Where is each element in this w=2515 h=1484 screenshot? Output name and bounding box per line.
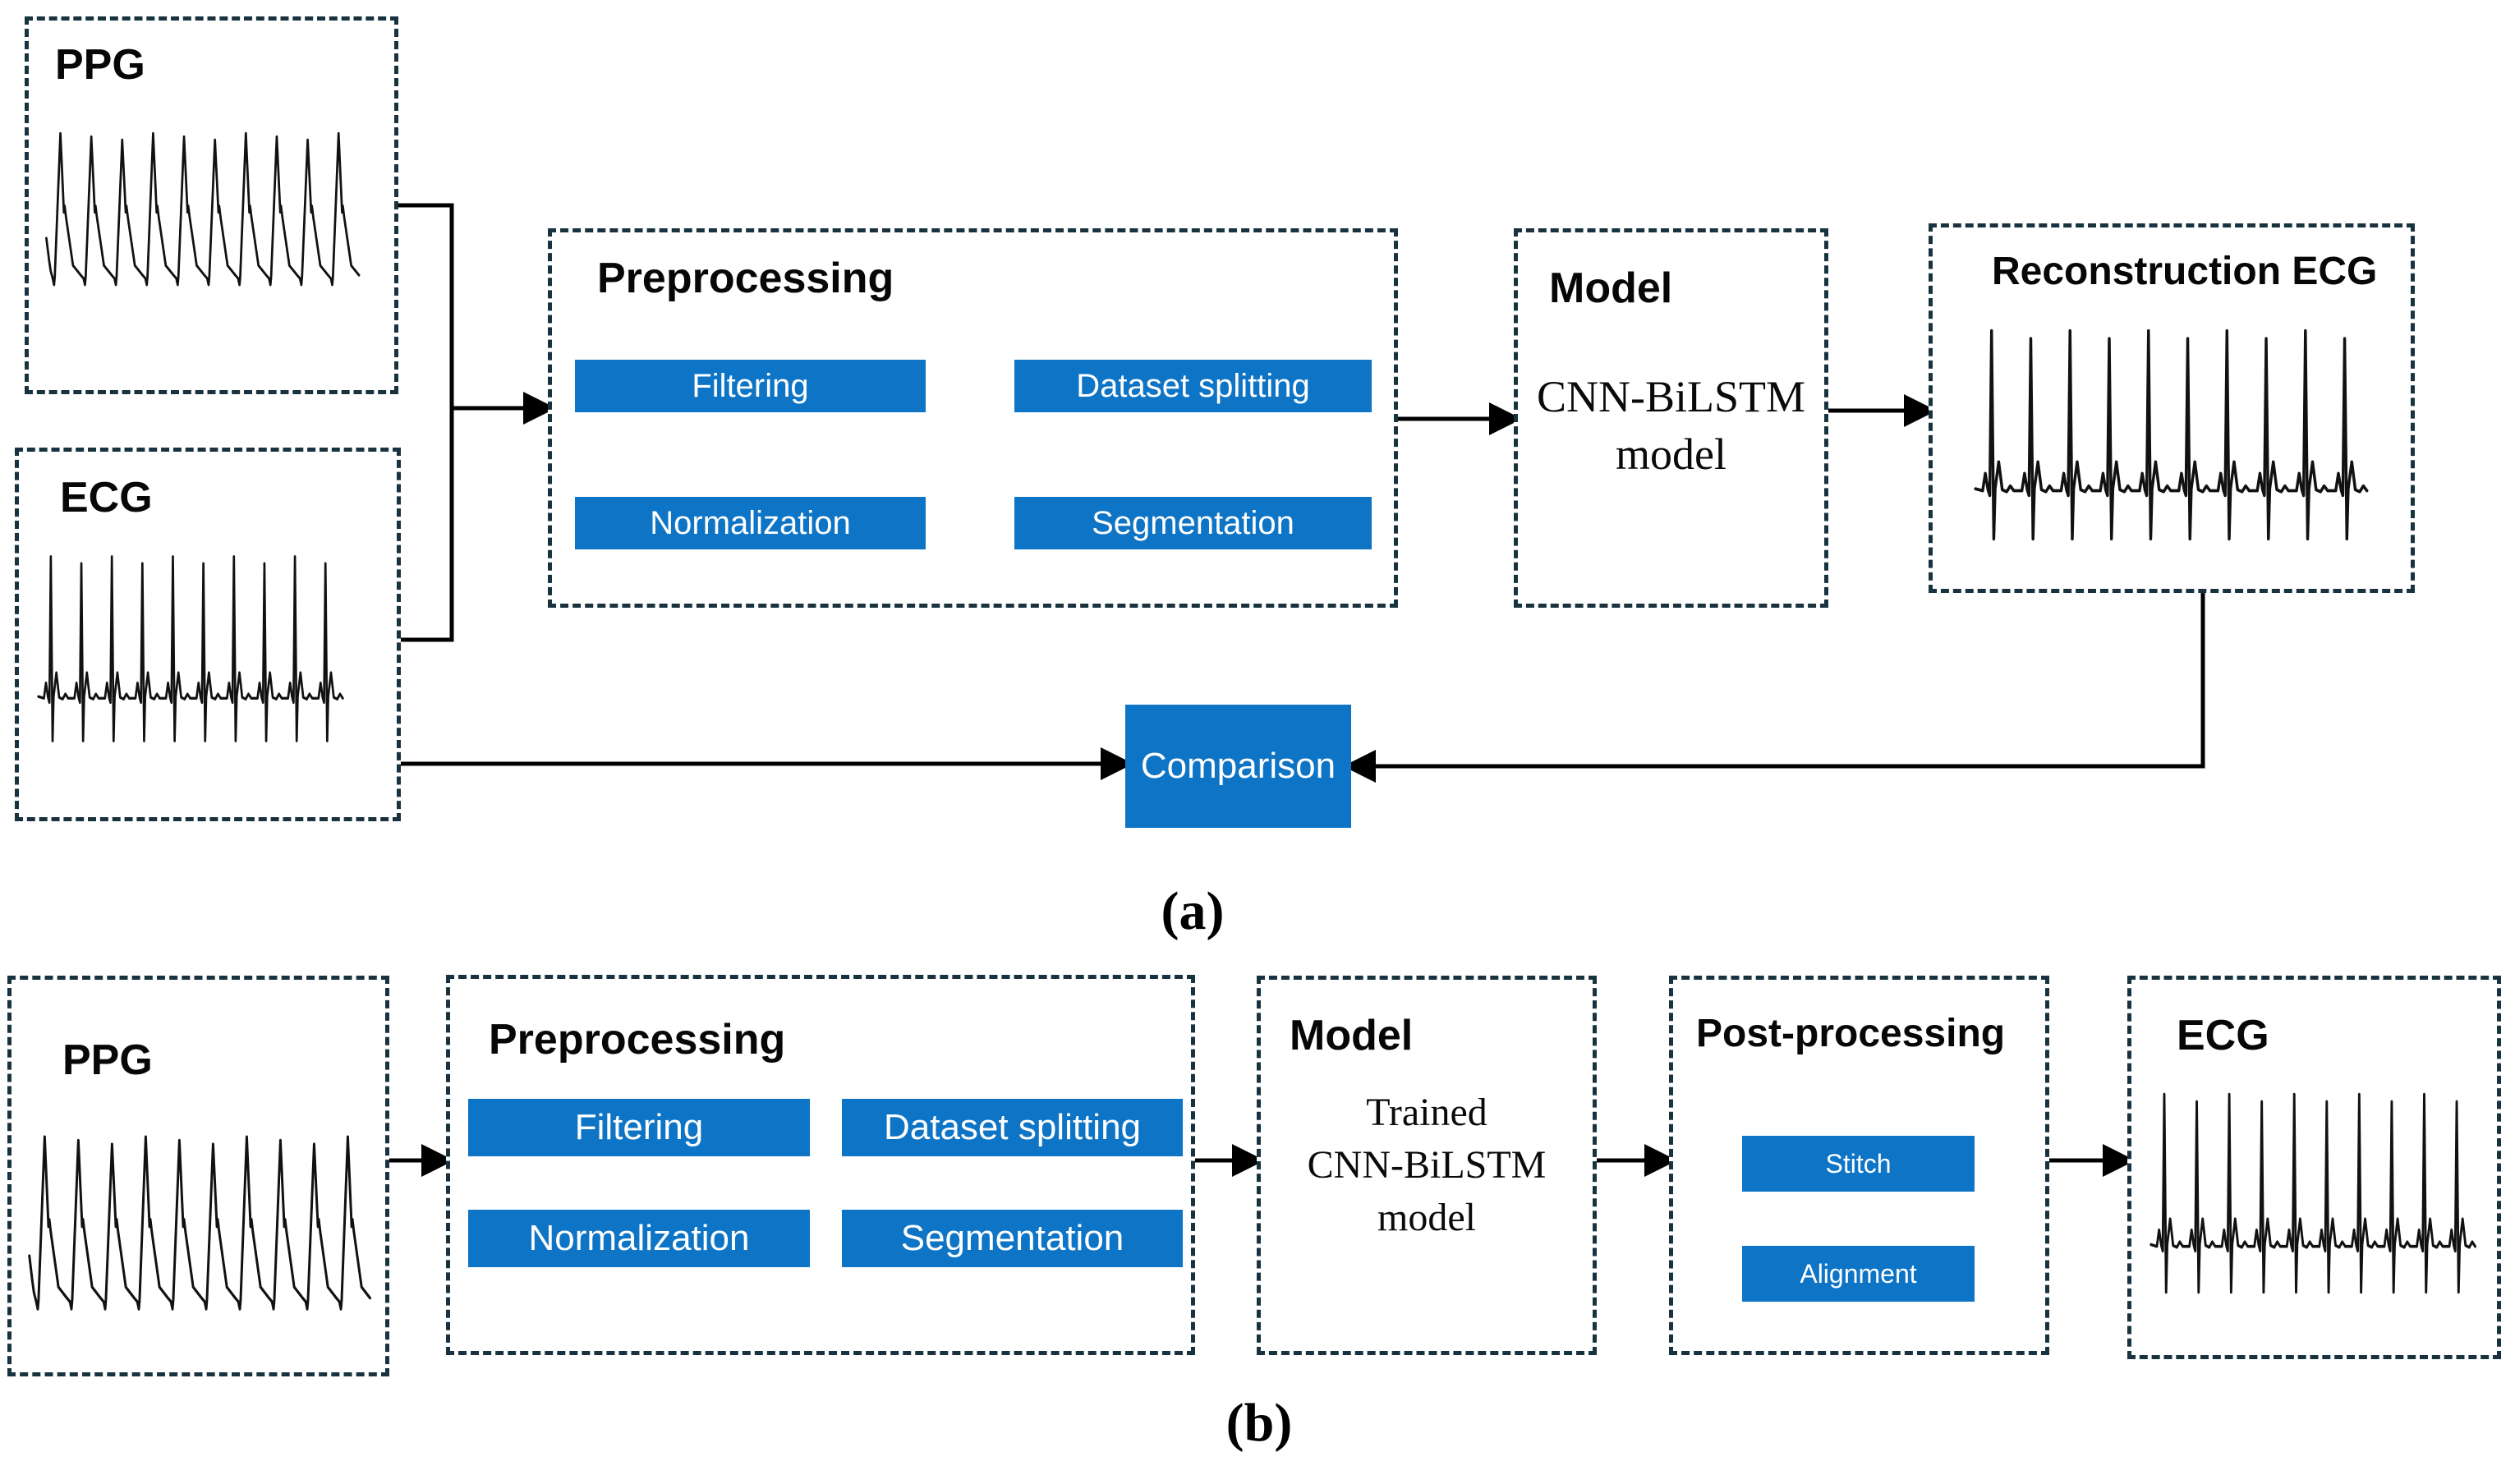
panel-b-ecg-box: ECG <box>2127 976 2501 1359</box>
normalization-step-b: Normalization <box>468 1210 810 1267</box>
panel-a-model-title: Model <box>1549 264 1673 312</box>
panel-b-model-text-line3: model <box>1377 1196 1476 1239</box>
panel-b-model-text-line1: Trained <box>1366 1091 1487 1134</box>
reconstruction-ecg-title: Reconstruction ECG <box>1992 250 2378 293</box>
segmentation-step-b: Segmentation <box>842 1210 1183 1267</box>
filtering-step-a: Filtering <box>575 360 926 412</box>
panel-a-model-box: Model CNN-BiLSTM model <box>1514 228 1828 608</box>
panel-a-model-text-line1: CNN-BiLSTM <box>1536 372 1806 421</box>
filtering-step-b: Filtering <box>468 1099 810 1156</box>
panel-b-preprocessing-title: Preprocessing <box>489 1016 786 1064</box>
normalization-step-a: Normalization <box>575 497 926 549</box>
segmentation-step-a: Segmentation <box>1014 497 1372 549</box>
reconstruction-ecg-waveform <box>1974 329 2369 541</box>
panel-a-ecg-title: ECG <box>60 474 153 521</box>
dataset-splitting-step-b: Dataset splitting <box>842 1099 1183 1156</box>
panel-b-caption: (b) <box>1225 1393 1293 1453</box>
panel-b-ppg-title: PPG <box>62 1036 153 1084</box>
bracket-ppg-ecg-join <box>398 203 454 642</box>
panel-a-model-text-line2: model <box>1616 430 1726 479</box>
panel-a-model-text: CNN-BiLSTM model <box>1518 368 1824 483</box>
stitch-step: Stitch <box>1742 1136 1975 1192</box>
post-processing-box: Post-processing Stitch Alignment <box>1669 976 2049 1355</box>
comparison-step: Comparison <box>1125 705 1351 828</box>
panel-b-model-title: Model <box>1290 1012 1414 1059</box>
panel-a-caption: (a) <box>1161 881 1225 941</box>
panel-b-model-text: Trained CNN-BiLSTM model <box>1261 1087 1593 1244</box>
ecg-waveform-b <box>2149 1092 2476 1294</box>
ppg-waveform-b <box>28 1135 371 1311</box>
panel-a-ppg-title: PPG <box>55 41 145 89</box>
dataset-splitting-step-a: Dataset splitting <box>1014 360 1372 412</box>
post-processing-title: Post-processing <box>1696 1012 2006 1055</box>
panel-b-ppg-box: PPG <box>7 976 389 1376</box>
panel-b-model-text-line2: CNN-BiLSTM <box>1307 1143 1547 1187</box>
panel-a-ppg-box: PPG <box>25 16 398 394</box>
panel-a-ecg-box: ECG <box>15 448 401 821</box>
panel-b-model-box: Model Trained CNN-BiLSTM model <box>1257 976 1597 1355</box>
panel-b-preprocessing-box: Preprocessing Filtering Dataset splittin… <box>446 975 1195 1355</box>
ppg-waveform-a <box>45 131 361 287</box>
reconstruction-ecg-box: Reconstruction ECG <box>1929 223 2415 593</box>
panel-b-ecg-title: ECG <box>2177 1012 2269 1059</box>
panel-a-preprocessing-title: Preprocessing <box>597 255 894 302</box>
ecg-waveform-a <box>37 555 344 742</box>
panel-a-preprocessing-box: Preprocessing Filtering Dataset splittin… <box>548 228 1398 608</box>
arrow-reconstruction-to-comparison <box>1343 593 2205 783</box>
alignment-step: Alignment <box>1742 1246 1975 1302</box>
